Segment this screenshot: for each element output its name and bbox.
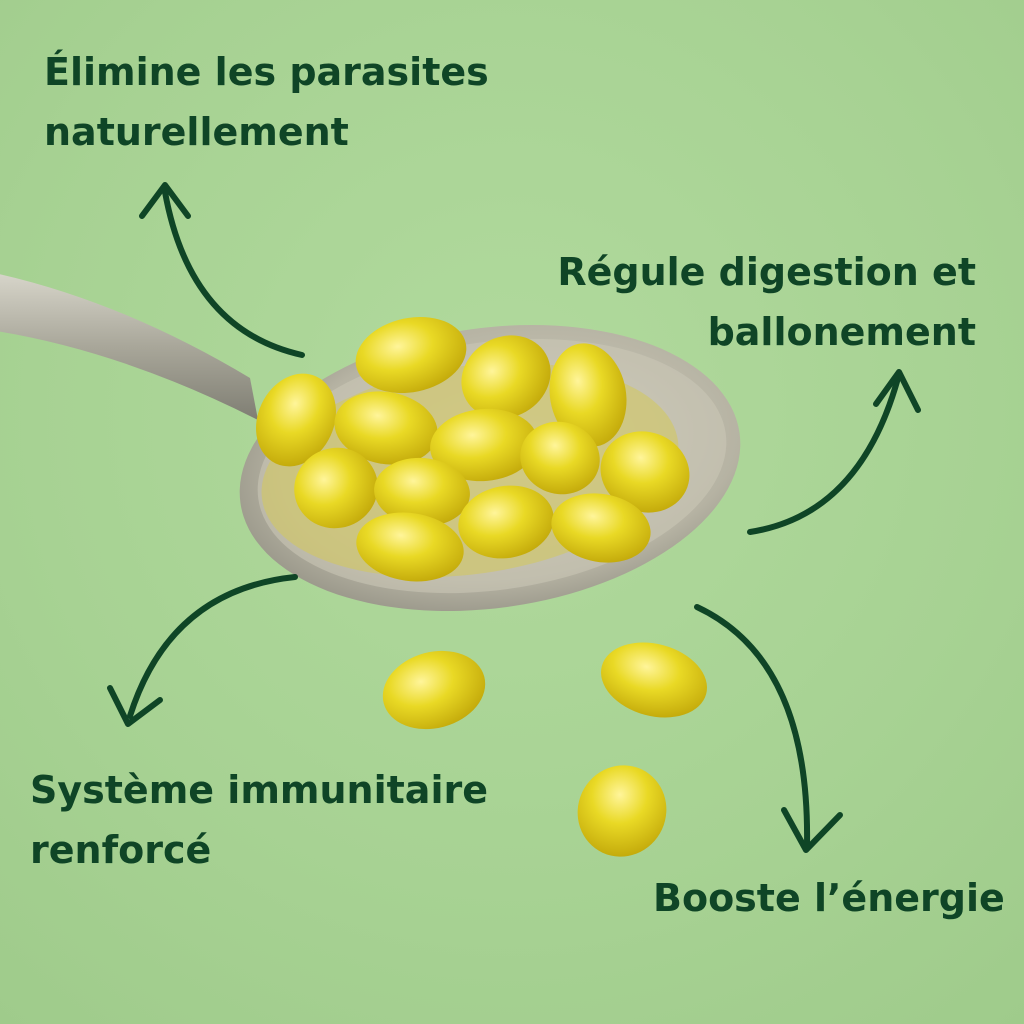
capsule [355,316,467,394]
capsule [256,373,336,467]
benefit-digestion: Régule digestion et ballonement [557,242,976,362]
loose-capsules [382,642,707,857]
capsule [458,485,554,559]
benefit-immunity-line1: Système immunitaire [30,768,488,812]
arrow-down-right-icon [694,604,843,853]
benefit-parasites: Élimine les parasites naturellement [44,42,489,162]
capsule [577,765,667,857]
benefit-parasites-line1: Élimine les parasites [44,50,489,94]
capsule [520,421,600,495]
benefit-digestion-line1: Régule digestion et [557,250,976,294]
benefit-digestion-line2: ballonement [707,310,976,354]
capsule [461,335,551,419]
benefit-energy: Booste l’énergie [653,868,1005,928]
benefit-immunity: Système immunitaire renforcé [30,760,488,880]
capsule [382,650,486,730]
capsule [430,408,538,482]
capsule [601,642,707,718]
benefit-immunity-line2: renforcé [30,828,212,872]
capsules-in-spoon [256,316,690,582]
spoon-handle [0,274,258,420]
capsule [374,457,470,527]
capsule [600,431,690,513]
benefit-parasites-line2: naturellement [44,110,349,154]
arrow-up-left-icon [139,182,305,358]
capsule [294,447,378,529]
capsule [549,343,627,447]
arrow-down-left-icon [107,574,298,727]
capsule [334,391,438,465]
arrow-up-right-icon [747,369,921,535]
capsule [356,512,464,582]
benefit-energy-line1: Booste l’énergie [653,876,1005,920]
capsule [551,493,651,563]
